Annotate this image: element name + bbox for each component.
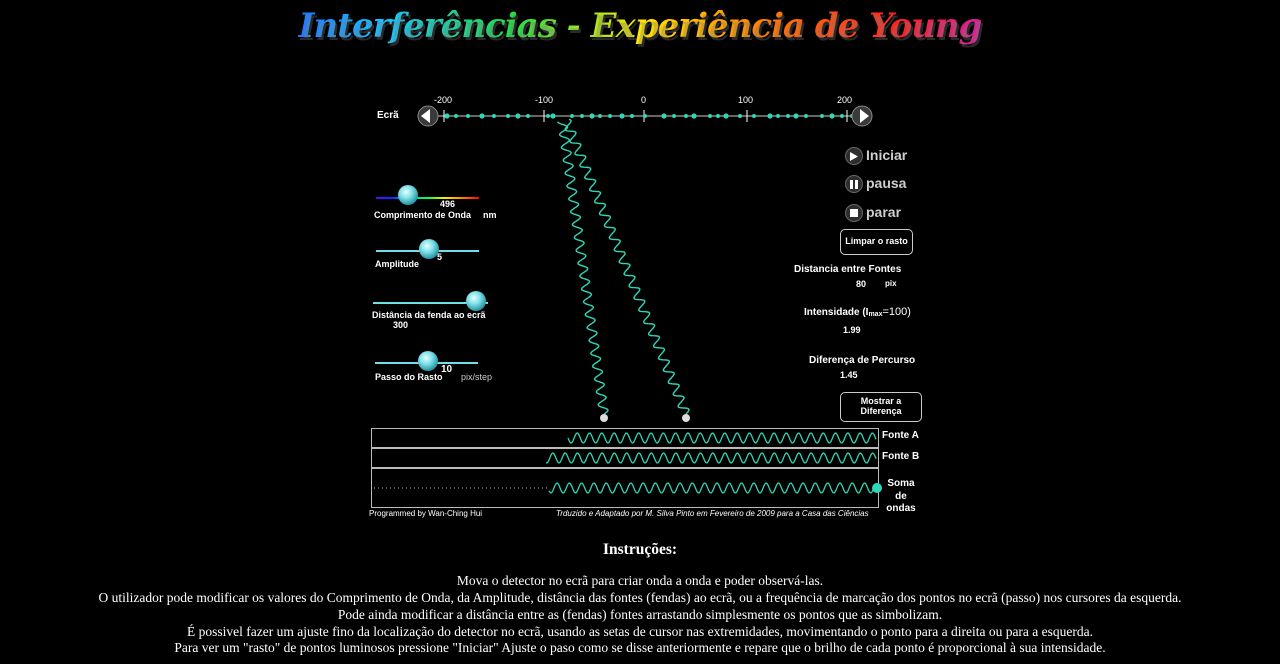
stop-button-icon[interactable] [845, 204, 863, 222]
step-slider-knob[interactable] [418, 351, 438, 371]
source-distance-unit: pix [885, 279, 897, 288]
arrow-left-icon[interactable] [417, 105, 439, 127]
trail-dot [643, 114, 647, 118]
tick-label-neg100: -100 [535, 95, 554, 105]
trail-dot [454, 114, 458, 118]
source-a-label: Fonte A [882, 430, 919, 441]
trail-dot [466, 114, 470, 118]
sum-wave [548, 482, 877, 494]
instruction-line: Mova o detector no ecrã para criar onda … [456, 573, 824, 588]
source-distance-value: 80 [856, 279, 867, 289]
trail-dot [589, 113, 595, 119]
slit-distance-slider-knob[interactable] [466, 291, 486, 311]
trail-dot [716, 114, 720, 118]
trail-dot [661, 113, 667, 119]
trail-dot [546, 114, 550, 118]
trail-dot [550, 113, 556, 119]
path-difference-label: Diferença de Percurso [809, 355, 916, 366]
trail-dot [515, 113, 521, 119]
clear-trail-button[interactable]: Limpar o rasto [840, 229, 913, 255]
sum-end-marker [872, 483, 882, 493]
source-a-wave-box [371, 428, 879, 448]
source-b-label: Fonte B [882, 451, 920, 462]
show-difference-button[interactable]: Mostrar a Diferença [840, 392, 922, 422]
instruction-line: Para ver um "rasto" de pontos luminosos … [174, 640, 1106, 655]
ray-source-b [564, 118, 690, 415]
trail-dot [672, 114, 676, 118]
amplitude-value: 5 [437, 252, 443, 262]
arrow-right-icon[interactable] [851, 105, 873, 127]
trail-dot [723, 113, 729, 119]
trail-dot [708, 114, 712, 118]
step-label: Passo do Rasto [375, 372, 443, 382]
source-distance-label: Distancia entre Fontes [794, 264, 902, 275]
wavelength-unit: nm [483, 210, 497, 220]
instruction-line: É possivel fazer um ajuste fino da local… [186, 624, 1094, 639]
intensity-value: 1.99 [843, 325, 861, 335]
instructions-heading: Instruções: [602, 541, 678, 558]
trail-dot [444, 113, 450, 119]
sum-label: Soma de ondas [886, 478, 916, 514]
trail-dot [820, 114, 824, 118]
instruction-line: Pode ainda modificar a distância entre a… [337, 607, 943, 622]
trail-dot [793, 113, 799, 119]
slit-distance-value: 300 [393, 320, 409, 330]
page-title: Interferências - Experiência de Young [0, 6, 1280, 46]
intensity-label: Intensidade (Imax=100) [804, 306, 911, 318]
trail-dot [776, 114, 780, 118]
source-b-wave [545, 452, 877, 464]
slit-distance-label: Distância da fenda ao ecrã [372, 310, 486, 320]
trail-dot [492, 114, 496, 118]
trail-dot [619, 113, 625, 119]
path-difference-value: 1.45 [840, 370, 858, 380]
wavelength-slider-track[interactable] [376, 197, 479, 199]
trail-dot [767, 113, 773, 119]
pause-button-icon[interactable] [845, 175, 863, 193]
tick-label-200: 200 [837, 95, 853, 105]
wavelength-value: 496 [440, 199, 456, 209]
trail-dot [608, 114, 612, 118]
trail-dot [738, 114, 742, 118]
trail-dot [630, 114, 634, 118]
trail-dot [526, 114, 530, 118]
tick-label-neg200: -200 [434, 95, 453, 105]
wavelength-label: Comprimento de Onda [374, 210, 472, 220]
stop-button[interactable]: parar [866, 204, 902, 220]
trail-dots [444, 113, 854, 119]
wavelength-slider-knob[interactable] [398, 185, 418, 205]
source-a-wave [567, 432, 877, 444]
source-b-point[interactable] [682, 414, 690, 422]
trail-dot [570, 114, 574, 118]
trail-dot [840, 114, 844, 118]
trail-dot [479, 113, 485, 119]
start-button-icon[interactable] [845, 147, 863, 165]
source-b-wave-box [371, 448, 879, 468]
trail-dot [691, 113, 697, 119]
trail-dot [804, 114, 808, 118]
ray-source-a [557, 121, 609, 415]
pause-button[interactable]: pausa [866, 175, 907, 191]
start-button[interactable]: Iniciar [866, 147, 908, 163]
trail-dot [684, 114, 688, 118]
translation-credit: Trduzido e Adaptado por M. Silva Pinto e… [556, 509, 869, 518]
trail-dot [829, 113, 835, 119]
tick-label-0: 0 [641, 95, 647, 105]
programmed-credit: Programmed by Wan-Ching Hui [369, 509, 483, 518]
step-unit: pix/step [461, 372, 493, 382]
trail-dot [506, 114, 510, 118]
trail-dot [786, 114, 790, 118]
instruction-line: O utilizador pode modificar os valores d… [98, 590, 1182, 605]
amplitude-label: Amplitude [375, 259, 419, 269]
step-value: 10 [441, 364, 453, 375]
amplitude-slider-knob[interactable] [419, 239, 439, 259]
slit-distance-slider-track[interactable] [373, 302, 488, 304]
screen-label: Ecrã [377, 110, 399, 121]
source-a-point[interactable] [600, 414, 608, 422]
tick-label-100: 100 [738, 95, 754, 105]
trail-dot [598, 114, 602, 118]
trail-dot [752, 114, 756, 118]
trail-dot [580, 114, 584, 118]
